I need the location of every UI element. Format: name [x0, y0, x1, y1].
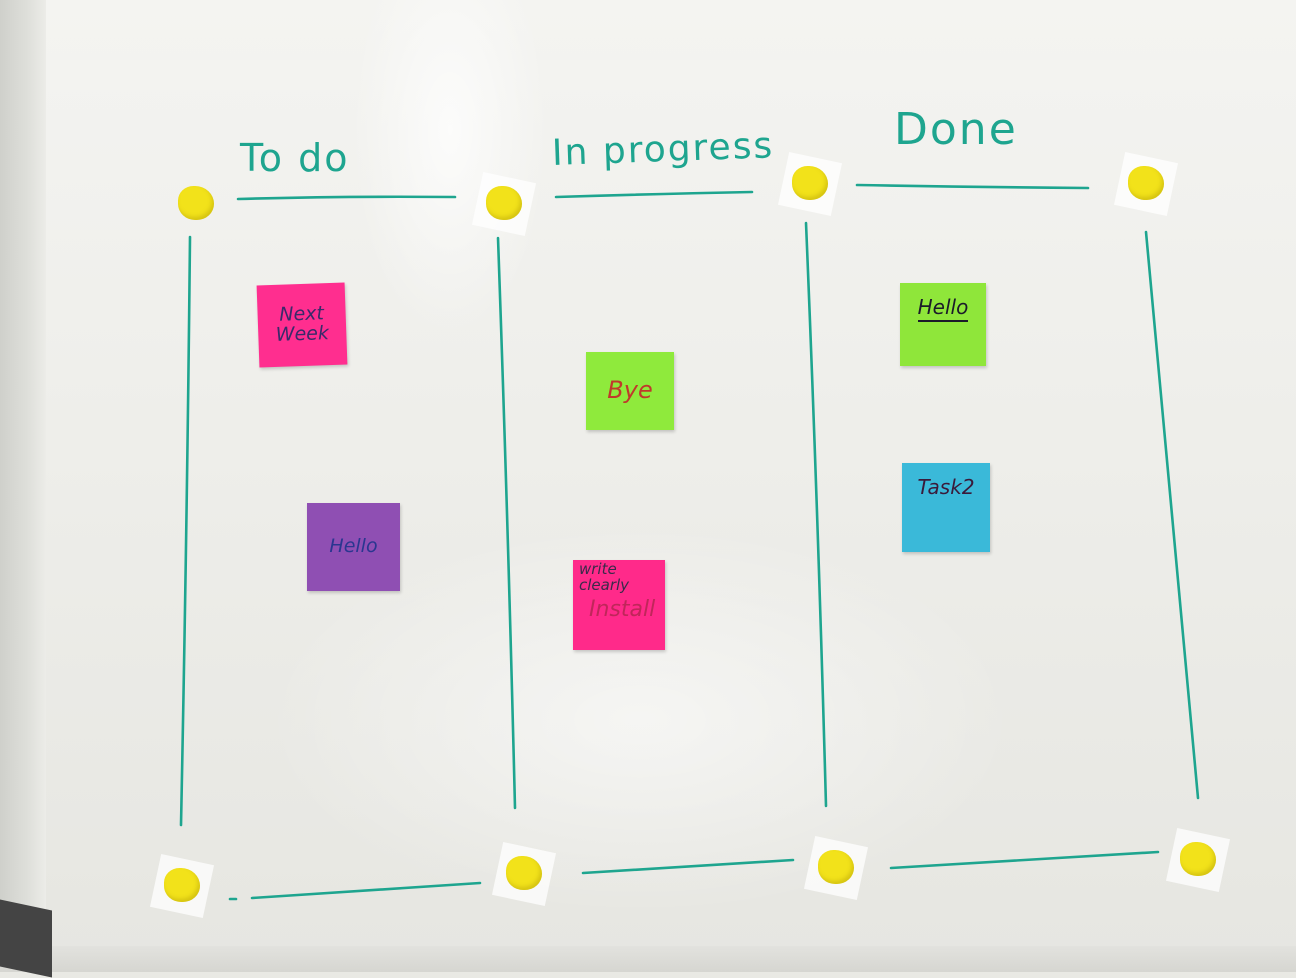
underline-todo — [236, 195, 457, 201]
bottom-line-1 — [250, 881, 482, 900]
note-line: Hello — [329, 535, 378, 558]
magnet — [174, 182, 218, 226]
column-header-inprogress: In progress — [551, 125, 775, 174]
sticky-note-hello-todo[interactable]: Hello — [307, 503, 400, 591]
note-line: clearly — [579, 575, 630, 594]
sticky-note-next-week[interactable]: Next Week — [256, 282, 348, 368]
magnet — [1113, 151, 1179, 217]
column-header-todo: To do — [240, 136, 350, 180]
note-line: Hello — [917, 297, 969, 322]
column-header-done: Done — [894, 104, 1018, 155]
bottom-line-2 — [581, 858, 795, 875]
board-frame-left — [0, 0, 46, 972]
board-frame-bottom — [0, 946, 1296, 972]
magnet — [1165, 827, 1231, 893]
underline-done — [855, 183, 1090, 190]
note-line: Bye — [607, 376, 653, 405]
sticky-note-write-clearly-install[interactable]: write clearly Install — [573, 560, 665, 650]
magnet — [777, 151, 843, 217]
note-line: Week — [275, 322, 330, 346]
magnet — [471, 171, 537, 237]
column-line-2 — [496, 236, 517, 810]
note-line: Install — [589, 596, 656, 622]
sticky-note-bye[interactable]: Bye — [586, 352, 674, 430]
sticky-note-hello-done[interactable]: Hello — [900, 283, 986, 366]
note-line: write — [579, 560, 617, 578]
column-line-4 — [1144, 230, 1200, 800]
sticky-note-task2[interactable]: Task2 — [902, 463, 990, 552]
note-line: Task2 — [917, 475, 975, 499]
underline-inprogress — [554, 190, 754, 199]
magnet — [803, 835, 869, 901]
column-line-1 — [179, 235, 192, 827]
magnet — [491, 841, 557, 907]
magnet — [149, 853, 215, 919]
bottom-line-3 — [889, 850, 1160, 870]
column-line-3 — [804, 221, 828, 808]
